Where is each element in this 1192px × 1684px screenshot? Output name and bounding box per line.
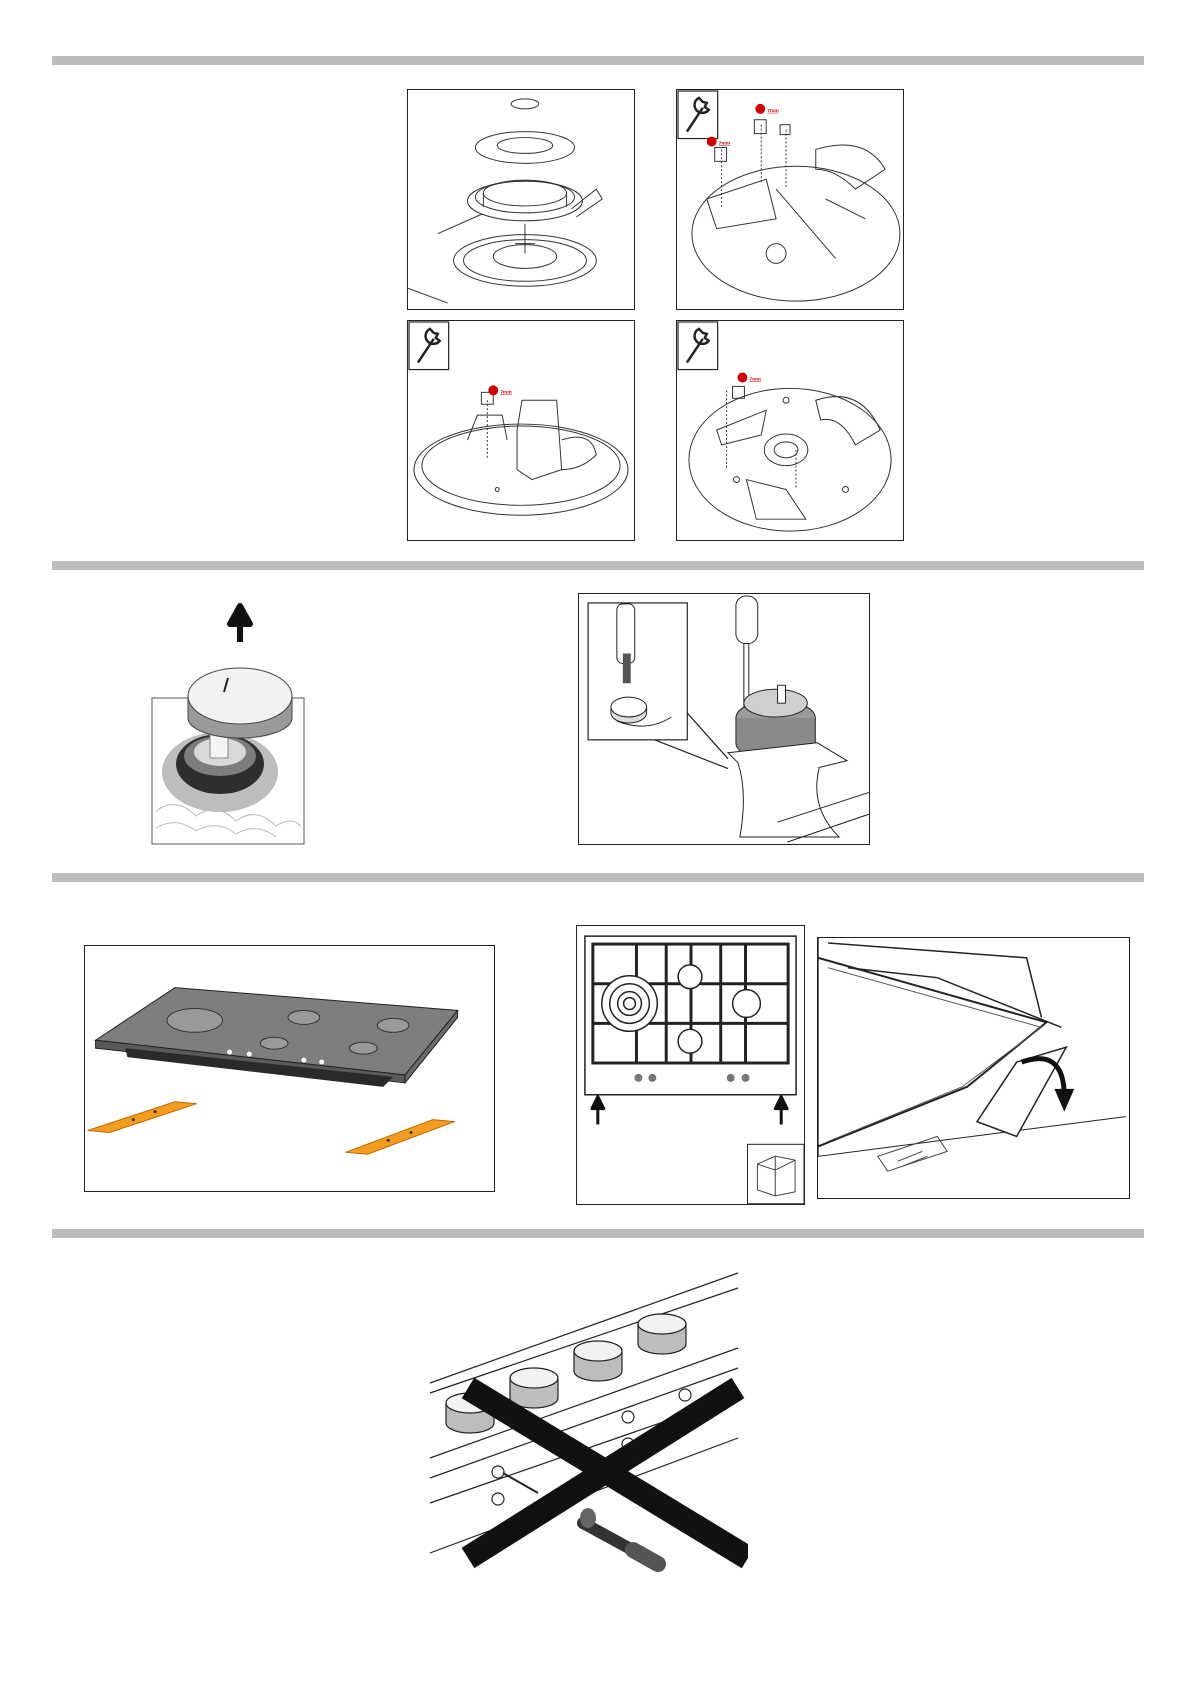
burner-exploded-drawing [408, 90, 634, 309]
hob-top-view-figure [576, 925, 805, 1205]
seal-application-figure [84, 945, 495, 1192]
bracket-installation-figure [817, 937, 1130, 1199]
section-separator-4 [52, 1229, 1144, 1238]
screwdriver [580, 1508, 658, 1564]
control-panel-warning-figure [428, 1268, 748, 1573]
injector-figure-bottom-right: 7mm [676, 320, 904, 541]
injector-size-label: 7mm [749, 376, 761, 382]
section-separator-3 [52, 873, 1144, 882]
wrench-icon [678, 322, 718, 370]
wrench-icon [409, 322, 449, 370]
section-separator-1 [52, 56, 1144, 65]
section-separator-2 [52, 561, 1144, 570]
injector-size-label: 7mm [719, 141, 731, 147]
seal-strip-right [346, 1120, 455, 1155]
seal-strip-left [88, 1102, 197, 1133]
knob-adjustment-figure [578, 593, 870, 845]
knob-removal-figure [148, 596, 308, 846]
up-arrow-icon [775, 1097, 787, 1125]
up-arrow-icon [592, 1097, 604, 1125]
up-arrow-icon [230, 606, 250, 642]
injector-figure-bottom-left: 7mm [407, 320, 635, 541]
knob [446, 1314, 686, 1433]
injector-size-label: 7mm [767, 108, 779, 114]
injector-size-label: 7mm [500, 389, 512, 395]
injector-figure-top-right: 7mm 7mm [676, 89, 904, 310]
burner-exploded-figure [407, 89, 635, 310]
wrench-icon [678, 91, 718, 139]
